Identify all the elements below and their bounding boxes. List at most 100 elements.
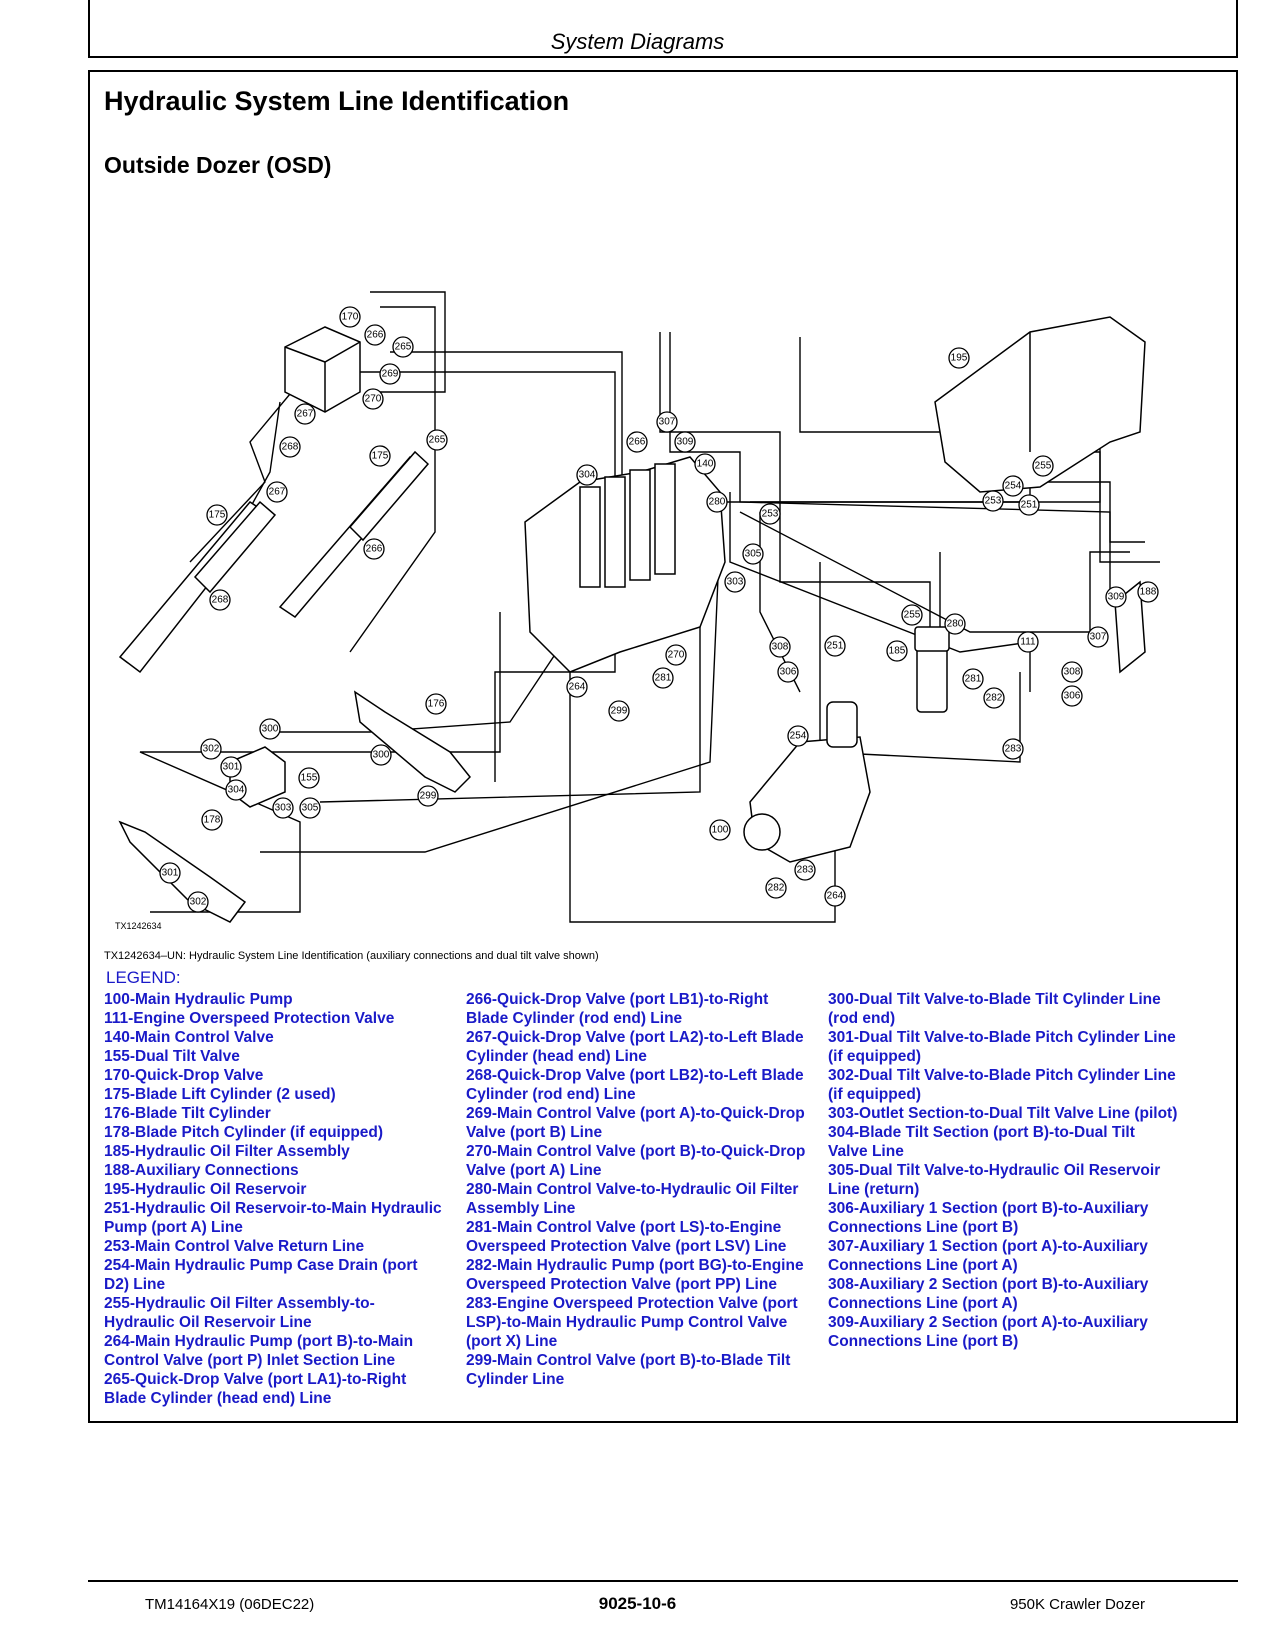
blade-tilt-cylinder — [353, 690, 472, 793]
legend-item: 264-Main Hydraulic Pump (port B)-to-Main… — [104, 1333, 414, 1369]
legend-item: 267-Quick-Drop Valve (port LA2)-to-Left … — [466, 1029, 804, 1065]
legend-item: 188-Auxiliary Connections — [104, 1162, 299, 1179]
legend-item: 269-Main Control Valve (port A)-to-Quick… — [466, 1105, 805, 1141]
callout-267: 267 — [266, 481, 288, 503]
legend-column-1: 100-Main Hydraulic Pump 111-Engine Overs… — [104, 990, 444, 1408]
left-blade-lift-cylinder — [118, 500, 277, 674]
legend-item: 281-Main Control Valve (port LS)-to-Engi… — [466, 1219, 787, 1255]
svg-text:280: 280 — [709, 497, 726, 508]
legend-item: 185-Hydraulic Oil Filter Assembly — [104, 1143, 350, 1160]
svg-text:282: 282 — [768, 883, 785, 894]
content-box: Hydraulic System Line Identification Out… — [88, 70, 1238, 1423]
callout-269: 269 — [379, 363, 401, 385]
svg-text:178: 178 — [204, 815, 221, 826]
legend-item: 282-Main Hydraulic Pump (port BG)-to-Eng… — [466, 1257, 804, 1293]
svg-text:299: 299 — [611, 706, 628, 717]
svg-text:155: 155 — [301, 773, 318, 784]
legend-item: 306-Auxiliary 1 Section (port B)-to-Auxi… — [828, 1200, 1149, 1236]
callout-255: 255 — [1032, 455, 1054, 477]
svg-text:267: 267 — [297, 409, 314, 420]
callout-270: 270 — [665, 644, 687, 666]
callout-266: 266 — [364, 324, 386, 346]
callout-301: 301 — [220, 756, 242, 778]
blade-pitch-cylinder — [118, 820, 247, 923]
svg-text:254: 254 — [1005, 481, 1022, 492]
callout-270: 270 — [362, 388, 384, 410]
svg-text:264: 264 — [827, 891, 844, 902]
svg-text:253: 253 — [762, 509, 779, 520]
legend-item: 253-Main Control Valve Return Line — [104, 1238, 365, 1255]
legend-column-3: 300-Dual Tilt Valve-to-Blade Tilt Cylind… — [828, 990, 1178, 1351]
svg-text:282: 282 — [986, 693, 1003, 704]
legend-column-2: 266-Quick-Drop Valve (port LB1)-to-Right… — [466, 990, 811, 1389]
callout-264: 264 — [824, 885, 846, 907]
svg-text:251: 251 — [827, 641, 844, 652]
legend-item: 305-Dual Tilt Valve-to-Hydraulic Oil Res… — [828, 1162, 1161, 1198]
legend-item: 300-Dual Tilt Valve-to-Blade Tilt Cylind… — [828, 991, 1161, 1027]
svg-text:140: 140 — [697, 459, 714, 470]
callout-251: 251 — [824, 635, 846, 657]
callout-253: 253 — [759, 503, 781, 525]
svg-text:283: 283 — [797, 865, 814, 876]
callout-282: 282 — [983, 687, 1005, 709]
callout-111: 111 — [1017, 631, 1039, 653]
svg-text:309: 309 — [1108, 592, 1125, 603]
svg-text:308: 308 — [772, 642, 789, 653]
callout-283: 283 — [1002, 738, 1024, 760]
callout-265: 265 — [426, 429, 448, 451]
svg-text:255: 255 — [904, 610, 921, 621]
callout-280: 280 — [706, 491, 728, 513]
svg-text:175: 175 — [372, 451, 389, 462]
svg-text:195: 195 — [951, 353, 968, 364]
callout-170: 170 — [339, 306, 361, 328]
legend-item: 140-Main Control Valve — [104, 1029, 274, 1046]
svg-text:283: 283 — [1005, 744, 1022, 755]
legend-item: 270-Main Control Valve (port B)-to-Quick… — [466, 1143, 806, 1179]
callout-299: 299 — [417, 785, 439, 807]
callout-281: 281 — [962, 668, 984, 690]
svg-text:305: 305 — [745, 549, 762, 560]
main-hydraulic-pump — [743, 701, 871, 863]
svg-text:302: 302 — [203, 744, 220, 755]
callout-254: 254 — [787, 725, 809, 747]
callout-306: 306 — [1061, 685, 1083, 707]
hydraulic-oil-reservoir — [934, 316, 1146, 493]
callout-307: 307 — [1087, 626, 1109, 648]
svg-text:301: 301 — [223, 762, 240, 773]
svg-text:301: 301 — [162, 868, 179, 879]
legend-item: 255-Hydraulic Oil Filter Assembly-to-Hyd… — [104, 1295, 375, 1331]
callout-300: 300 — [259, 718, 281, 740]
quick-drop-valve — [284, 326, 361, 413]
section-header: System Diagrams — [550, 29, 725, 54]
page-title: Hydraulic System Line Identification — [104, 86, 570, 116]
callout-299: 299 — [608, 700, 630, 722]
callout-251: 251 — [1018, 494, 1040, 516]
svg-text:251: 251 — [1021, 500, 1038, 511]
callout-304: 304 — [225, 779, 247, 801]
callout-309: 309 — [1105, 586, 1127, 608]
header-frame — [88, 0, 1238, 58]
svg-text:170: 170 — [342, 312, 359, 323]
legend-item: 283-Engine Overspeed Protection Valve (p… — [466, 1295, 798, 1350]
callout-283: 283 — [794, 859, 816, 881]
legend-item: 268-Quick-Drop Valve (port LB2)-to-Left … — [466, 1067, 804, 1103]
callout-268: 268 — [279, 436, 301, 458]
svg-text:266: 266 — [367, 330, 384, 341]
legend-item: 251-Hydraulic Oil Reservoir-to-Main Hydr… — [104, 1200, 442, 1236]
svg-text:185: 185 — [889, 646, 906, 657]
footer-page-number: 9025-10-6 — [598, 1594, 677, 1613]
callout-178: 178 — [201, 809, 223, 831]
legend-item: 307-Auxiliary 1 Section (port A)-to-Auxi… — [828, 1238, 1148, 1274]
svg-text:300: 300 — [373, 750, 390, 761]
svg-text:302: 302 — [190, 897, 207, 908]
callout-305: 305 — [742, 543, 764, 565]
legend-item: 280-Main Control Valve-to-Hydraulic Oil … — [466, 1181, 799, 1217]
main-control-valve — [524, 456, 726, 673]
legend-item: 100-Main Hydraulic Pump — [104, 991, 293, 1008]
callout-302: 302 — [200, 738, 222, 760]
svg-text:307: 307 — [1090, 632, 1107, 643]
legend-item: 178-Blade Pitch Cylinder (if equipped) — [104, 1124, 384, 1141]
callout-265: 265 — [392, 336, 414, 358]
callout-155: 155 — [298, 767, 320, 789]
legend-item: 308-Auxiliary 2 Section (port B)-to-Auxi… — [828, 1276, 1149, 1312]
